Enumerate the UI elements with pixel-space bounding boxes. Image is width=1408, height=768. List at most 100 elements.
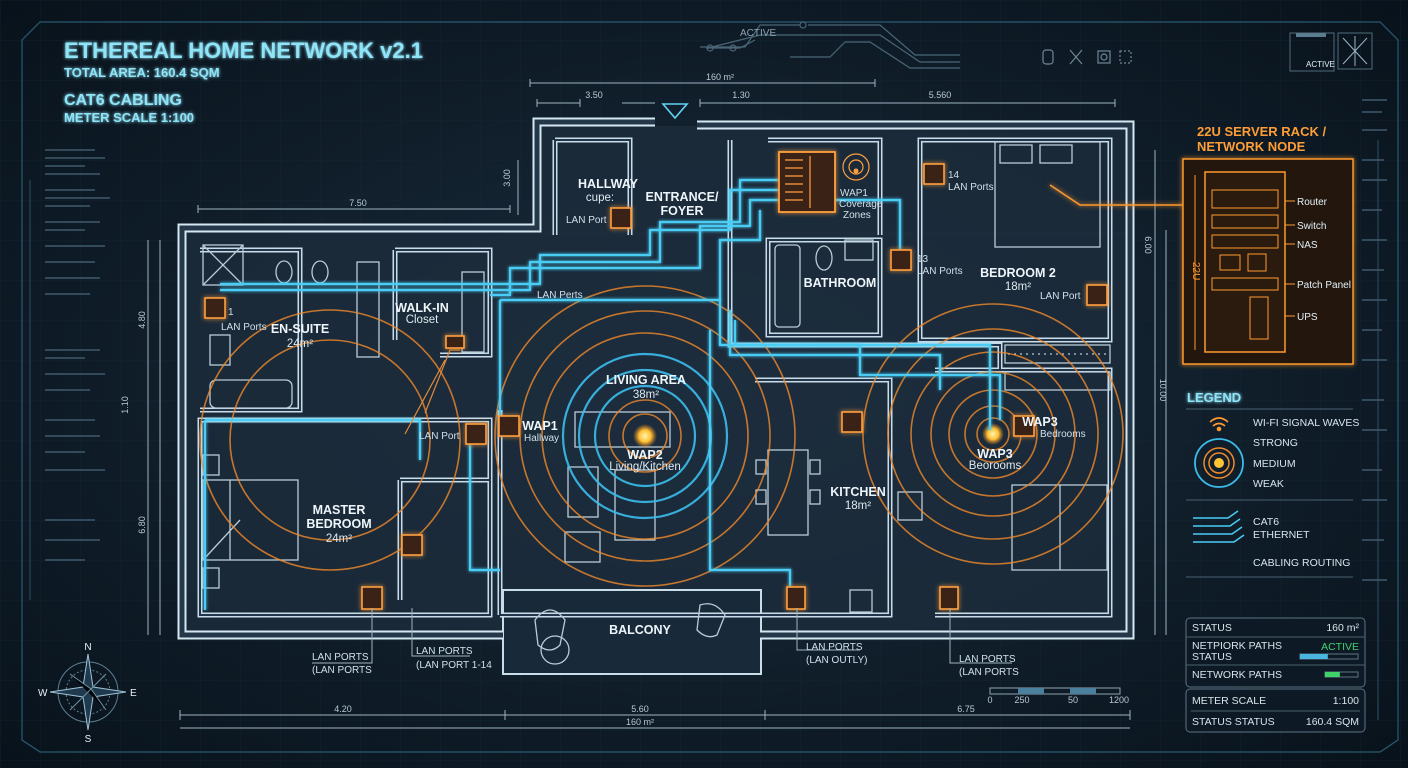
corner-status-label: ACTIVE [1306, 60, 1335, 69]
wap3-sub: Bedrooms [1040, 429, 1086, 440]
room-walkin: WALK-IN [395, 301, 448, 315]
lan-port-icon [204, 297, 226, 319]
wap2-signal-rings [199, 285, 796, 587]
lan-port-icon [923, 163, 945, 185]
corner-status-widget: ACTIVE [1289, 32, 1373, 72]
compass-w: W [38, 688, 48, 699]
ensuite-port-num: 1 [228, 307, 234, 318]
dim-bottom-b: 5.60 [631, 704, 649, 714]
bottom-lan-label: LAN PORTS [312, 652, 369, 663]
meter-scale-label: METER SCALE [1192, 695, 1266, 707]
server-rack-panel: 22U SERVER RACK / NETWORK NODE 22U Route… [1182, 124, 1354, 365]
compass-n: N [84, 642, 91, 653]
status-panel: STATUS 160 m² NETPIORK PATHS STATUS ACTI… [1185, 617, 1366, 733]
room-bedroom2: BEDROOM 2 [980, 266, 1056, 280]
meter-scale: METER SCALE 1:100 [64, 110, 194, 125]
bottom-lan-sub: (LAN PORTS [959, 667, 1019, 678]
compass-e: E [130, 688, 137, 699]
dim-bottom-c: 6.75 [957, 704, 975, 714]
bottom-lan-sub: (LAN PORT 1-14 [416, 660, 492, 671]
dim-left-v2: 1.10 [120, 396, 130, 414]
lan-port-icon [841, 411, 863, 433]
status-status-value: 160.4 SQM [1306, 716, 1359, 728]
wap3-signal-rings [862, 303, 1124, 565]
lan-port-icons [204, 163, 1108, 610]
wap1-icon [498, 415, 520, 437]
cat6-cabling-routes [203, 178, 1185, 610]
room-balcony: BALCONY [609, 623, 671, 637]
master-area: 24m² [326, 533, 352, 545]
rack-nas-label: NAS [1297, 240, 1318, 251]
ensuite-port-label: LAN Ports [221, 322, 267, 333]
dim-right-v2: 10.00 [1158, 379, 1168, 402]
dim-top-a: 3.50 [585, 90, 603, 100]
lan-port-icon [445, 335, 465, 349]
compass-s: S [85, 734, 92, 745]
top-dimensions: 160 m² 3.50 1.30 5.560 7.50 3.00 6.00 10… [120, 72, 1168, 635]
status-value: 160 m² [1326, 622, 1359, 634]
bedroom2-area: 18m² [1005, 281, 1031, 293]
network-annotations: LAN Perts LAN Port WAP1 Hallway WAP2 Liv… [312, 170, 1086, 678]
bedroom2-port-label: LAN Port [1040, 291, 1081, 302]
circuit-traces [700, 21, 960, 69]
dim-bottom-total: 160 m² [626, 717, 654, 727]
legend-title: LEGEND [1187, 390, 1241, 405]
room-master: MASTER [313, 503, 366, 517]
rack-title: 22U SERVER RACK / [1197, 124, 1326, 139]
scale-bar: 0 250 50 1200 [987, 687, 1129, 705]
rack-ups-label: UPS [1297, 312, 1318, 323]
lan-perts-label: LAN Perts [537, 290, 583, 301]
room-bathroom: BATHROOM [804, 276, 877, 290]
dim-left-top: 7.50 [349, 198, 367, 208]
rack-title-2: NETWORK NODE [1197, 139, 1306, 154]
page-title: ETHEREAL HOME NETWORK v2.1 [64, 38, 423, 63]
wap1-coverage-l2: Coverage [839, 199, 883, 210]
lan-port-icon [361, 586, 383, 610]
bottom-lan-sub: (LAN OUTLY) [806, 655, 868, 666]
legend-wifi: WI-FI SIGNAL WAVES [1253, 417, 1359, 429]
lan-port-icon [786, 586, 806, 610]
room-entrance: ENTRANCE/ [646, 190, 719, 204]
rack-switch-label: Switch [1297, 221, 1326, 232]
wap1-coverage-device [778, 151, 870, 213]
port14-num: 14 [948, 170, 960, 181]
kitchen-area: 18m² [845, 500, 871, 512]
dim-right-v: 6.00 [1143, 236, 1153, 254]
port14-label: LAN Ports [948, 182, 994, 193]
wap3b-label: WAP3 [977, 447, 1012, 461]
room-foyer: FOYER [660, 204, 703, 218]
legend-strong: STRONG [1253, 437, 1298, 449]
dim-left-v3: 6.80 [137, 516, 147, 534]
lan-port-icon [401, 534, 423, 556]
wap2-label: WAP2 [627, 448, 662, 462]
legend: LEGEND WI-FI SIGNAL WAVES STRONG MEDIUM … [1186, 390, 1359, 578]
network-status-progress [1300, 654, 1328, 659]
wap2-sub: Living/Kitchen [609, 461, 681, 473]
wifi-icon [1209, 417, 1229, 432]
meter-scale-value: 1:100 [1333, 695, 1359, 707]
dim-top-b: 1.30 [732, 90, 750, 100]
hud-tool-icons [1042, 49, 1132, 65]
rack-patch-panel-label: Patch Panel [1297, 280, 1351, 291]
lan-port-icon [939, 586, 959, 610]
legend-routing: CABLING ROUTING [1253, 557, 1350, 569]
room-living: LIVING AREA [606, 373, 686, 387]
dim-top-total: 160 m² [706, 72, 734, 82]
furniture [202, 141, 1111, 665]
legend-medium: MEDIUM [1253, 458, 1296, 470]
scale-tick: 50 [1068, 695, 1078, 705]
room-labels: HALLWAY cupe: LAN Port ENTRANCE/ FOYER E… [221, 177, 1081, 637]
bottom-lan-label: LAN PORTS [416, 646, 473, 657]
entry-marker [661, 103, 689, 120]
dim-bottom-a: 4.20 [334, 704, 352, 714]
scale-tick: 1200 [1109, 695, 1129, 705]
living-area: 38m² [633, 389, 659, 401]
wap1-label: WAP1 [522, 419, 557, 433]
bottom-dimensions: 4.20 5.60 6.75 160 m² [179, 704, 1131, 729]
total-area: TOTAL AREA: 160.4 SQM [64, 65, 220, 80]
wap1-sub: Hallway [524, 433, 559, 444]
hallway-sub: cupe: [586, 192, 614, 204]
rack-router-label: Router [1297, 197, 1328, 208]
lan-port-label: LAN Port [419, 431, 460, 442]
